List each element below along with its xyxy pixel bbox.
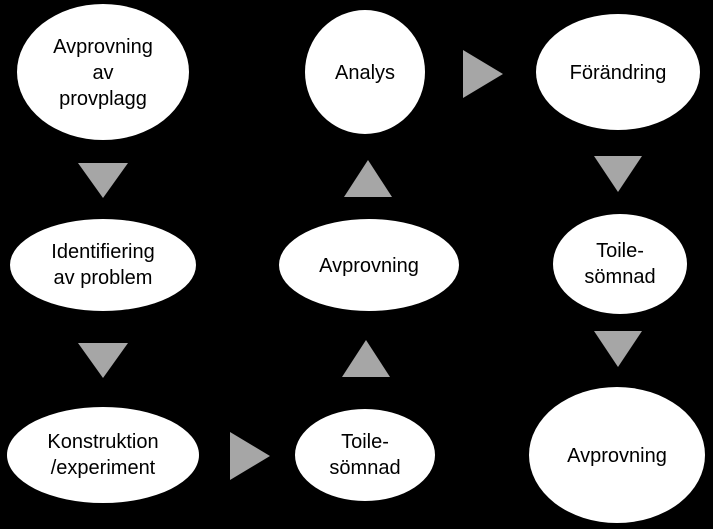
node-forandring: Förändring [536, 14, 700, 130]
node-label-line: Avprovning [567, 445, 667, 467]
node-identifiering-av-problem: Identifiering av problem [10, 219, 196, 311]
node-label-line: av [92, 62, 113, 84]
node-konstruktion-experiment: Konstruktion /experiment [7, 407, 199, 503]
node-toile-somnad-2: Toile- sömnad [553, 214, 687, 314]
node-label-line: /experiment [51, 457, 156, 479]
arrow-up-icon [342, 340, 390, 377]
node-label-line: Konstruktion [47, 431, 158, 453]
arrow-right-icon [463, 50, 503, 98]
arrow-down-icon [78, 163, 128, 198]
node-analys: Analys [305, 10, 425, 134]
node-avprovning-av-provplagg: Avprovning av provplagg [17, 4, 189, 140]
node-label-line: Identifiering [51, 241, 154, 263]
node-avprovning-final: Avprovning [529, 387, 705, 523]
node-label-line: Förändring [570, 62, 667, 84]
arrow-up-icon [344, 160, 392, 197]
node-label-line: sömnad [584, 266, 655, 288]
arrow-down-icon [594, 331, 642, 367]
arrow-right-icon [230, 432, 270, 480]
node-label-line: Avprovning [319, 255, 419, 277]
node-toile-somnad-1: Toile- sömnad [295, 409, 435, 501]
node-label-line: Toile- [341, 431, 389, 453]
node-label-line: av problem [54, 267, 153, 289]
node-label-line: Avprovning [53, 36, 153, 58]
node-label-line: Toile- [596, 240, 644, 262]
node-avprovning-mid: Avprovning [279, 219, 459, 311]
node-label-line: Analys [335, 62, 395, 84]
arrow-down-icon [594, 156, 642, 192]
node-label-line: provplagg [59, 88, 147, 110]
node-label-line: sömnad [329, 457, 400, 479]
arrow-down-icon [78, 343, 128, 378]
